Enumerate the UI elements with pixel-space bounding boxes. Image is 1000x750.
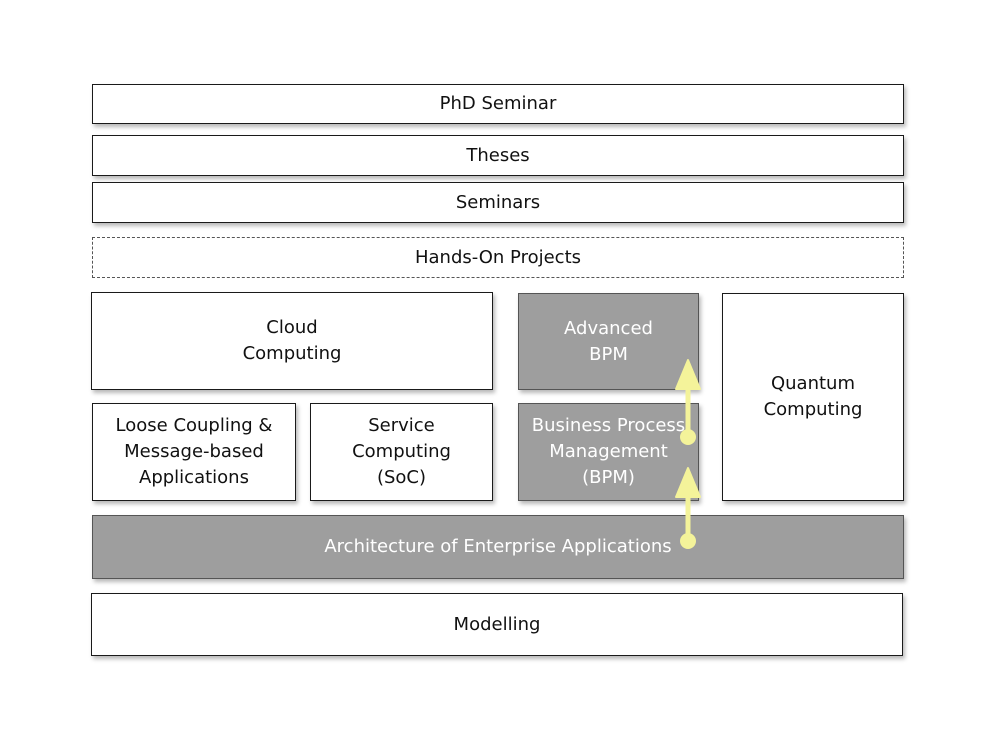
- box-modelling-label: Modelling: [453, 613, 541, 635]
- box-theses: Theses: [92, 135, 904, 176]
- box-advanced-bpm-label: Advanced BPM: [564, 317, 653, 365]
- box-architecture-enterprise-applications: Architecture of Enterprise Applications: [92, 515, 904, 579]
- box-architecture-label: Architecture of Enterprise Applications: [324, 536, 672, 557]
- box-seminars-label: Seminars: [455, 191, 541, 213]
- box-seminars: Seminars: [92, 182, 904, 223]
- box-service-computing-label: Service Computing (SoC): [352, 415, 451, 488]
- box-bpm-label: Business Process Management (BPM): [531, 415, 686, 488]
- box-business-process-management: Business Process Management (BPM): [518, 403, 699, 501]
- box-hands-on-projects-label: Hands-On Projects: [414, 246, 582, 268]
- box-cloud-computing: Cloud Computing: [91, 292, 493, 390]
- box-loose-coupling-label: Loose Coupling & Message-based Applicati…: [115, 415, 273, 488]
- box-loose-coupling: Loose Coupling & Message-based Applicati…: [92, 403, 296, 501]
- box-phd-seminar-label: PhD Seminar: [439, 93, 557, 114]
- box-quantum-computing: Quantum Computing: [722, 293, 904, 501]
- box-modelling: Modelling: [91, 593, 903, 656]
- box-service-computing: Service Computing (SoC): [310, 403, 493, 501]
- box-advanced-bpm: Advanced BPM: [518, 293, 699, 390]
- box-cloud-computing-label: Cloud Computing: [242, 317, 342, 364]
- box-hands-on-projects: Hands-On Projects: [92, 237, 904, 278]
- box-quantum-computing-label: Quantum Computing: [763, 373, 863, 420]
- box-theses-label: Theses: [466, 144, 530, 166]
- box-phd-seminar: PhD Seminar: [92, 84, 904, 124]
